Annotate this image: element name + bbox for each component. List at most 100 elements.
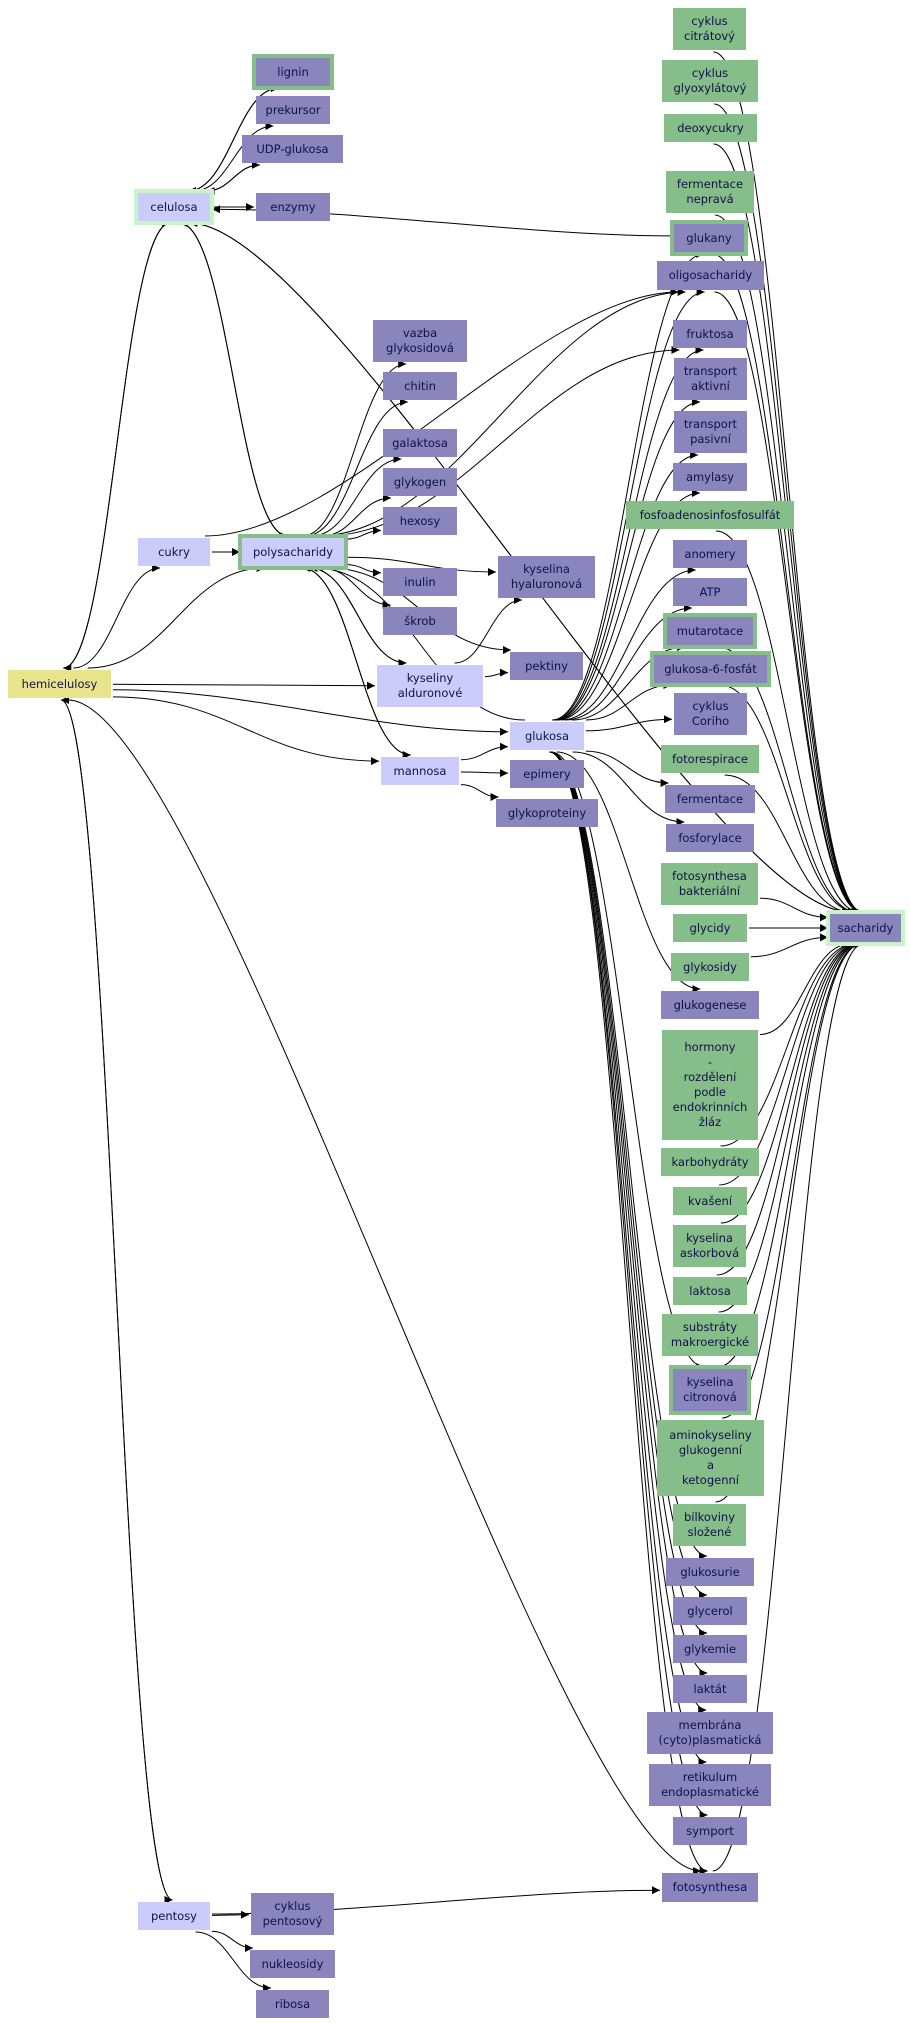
node-anomery: anomery (673, 540, 747, 568)
node-hemicelulosy: hemicelulosy (8, 670, 111, 698)
node-udp-glukosa: UDP-glukosa (242, 135, 343, 163)
node-membrana: membrána (cyto)plasmatická (647, 1712, 773, 1754)
edge-pentosy-to-nukleosidy (211, 1930, 254, 1952)
edge-polysacharidy-to-fruktosa (323, 346, 680, 537)
edge-polysacharidy-to-kys-hyal (345, 556, 497, 576)
edge-glukosa-to-fermentace (585, 750, 669, 787)
node-aminokys: aminokyseliny glukogenní a ketogenní (657, 1420, 764, 1496)
edge-glukosa-to-fosforylace (572, 751, 685, 826)
node-laktosa: laktosa (673, 1277, 747, 1305)
edge-mannosa-to-epimery (460, 769, 509, 778)
edge-polysacharidy-to-vazba (302, 360, 407, 537)
edge-glukosa-to-cyklus-coriho (585, 715, 673, 732)
node-kys-citron: kyselina citronová (669, 1365, 751, 1415)
node-amylasy: amylasy (673, 463, 747, 491)
edge-hemicelulosy-to-fotosynthesa (68, 699, 702, 1875)
node-chitin: chitin (383, 372, 457, 400)
node-bilkoviny: bílkoviny složené (673, 1504, 746, 1546)
edge-glukosa-to-atp (565, 604, 692, 721)
edge-lignin-to-celulosa (188, 87, 279, 195)
node-cyklus-glyoxylatovy: cyklus glyoxylátový (662, 60, 758, 102)
node-nukleosidy: nukleosidy (250, 1950, 335, 1978)
edge-glykosidy-to-sacharidy (750, 933, 829, 958)
node-mannosa: mannosa (381, 757, 459, 785)
node-epimery: epimery (510, 760, 584, 788)
node-prekursor: prekursor (256, 96, 330, 124)
node-glykosidy: glykosidy (671, 953, 749, 981)
node-transport-pas: transport pasivní (674, 411, 747, 453)
node-karbohydraty: karbohydráty (661, 1148, 759, 1176)
node-mutarotace: mutarotace (663, 613, 757, 649)
node-transport-akt: transport aktivní (674, 358, 747, 400)
edge-fotosynthesa-to-sacharidy (712, 940, 863, 1872)
edge-polysacharidy-to-galaktosa (311, 455, 402, 537)
node-hexosy: hexosy (383, 507, 457, 535)
edge-pentosy-to-cyklus-pentos (211, 1910, 250, 1919)
edge-hemicelulosy-to-polysacharidy (87, 564, 265, 669)
edge-cukry-to-oligosacharidy (204, 288, 679, 537)
node-polysacharidy: polysacharidy (238, 534, 348, 570)
node-galaktosa: galaktosa (383, 429, 457, 457)
node-vazba: vazba glykosidová (373, 320, 467, 362)
node-glukosurie: glukosurie (666, 1558, 754, 1586)
node-kys-hyal: kyselina hyaluronová (498, 556, 595, 598)
edge-glukosa-to-anomery (561, 566, 696, 721)
edge-polysacharidy-to-skrob (322, 567, 391, 609)
node-fosfoaden: fosfoadenosinfosfosulfát (626, 501, 794, 529)
node-pektiny: pektiny (510, 652, 583, 680)
node-fermentace: fermentace (665, 785, 755, 813)
edge-glukany-to-sacharidy (712, 253, 862, 916)
edge-hemicelulosy-to-kys-aldur (112, 681, 376, 690)
node-pentosy: pentosy (138, 1902, 210, 1930)
node-retikulum: retikulum endoplasmatické (649, 1764, 771, 1806)
node-kvaseni: kvašení (673, 1187, 747, 1215)
edge-hemicelulosy-to-mannosa (112, 696, 380, 766)
edge-polysacharidy-to-oligosacharidy (317, 288, 686, 537)
node-skrob: škrob (383, 607, 457, 635)
edge-hemicelulosy-to-glukosa (112, 689, 509, 736)
edge-mannosa-to-glykoproteiny (460, 784, 499, 801)
node-cyklus-coriho: cyklus Coriho (674, 693, 747, 735)
node-fotorespirace: fotorespirace (661, 745, 759, 773)
node-inulin: inulin (383, 568, 457, 596)
node-cyklus-pentos: cyklus pentosový (251, 1893, 334, 1935)
node-glykemie: glykemie (673, 1635, 747, 1663)
edge-fotorespirace-to-sacharidy (724, 774, 851, 916)
edge-polysacharidy-to-inulin (345, 564, 382, 577)
node-sacharidy: sacharidy (826, 910, 905, 946)
edge-celulosa-to-prekursor (193, 122, 274, 192)
node-symport: symport (673, 1817, 747, 1845)
edge-fotosynth-bakt-to-sacharidy (759, 897, 829, 922)
node-glykoproteiny: glykoproteiny (496, 799, 598, 827)
node-kys-aldur: kyseliny alduronové (377, 665, 483, 707)
edge-fermentace-nepr-to-sacharidy (714, 214, 863, 916)
edge-hemicelulosy-to-cukry (73, 564, 161, 669)
edge-mannosa-to-glukosa (460, 742, 509, 761)
node-fosforylace: fosforylace (666, 824, 754, 852)
edge-kys-aldur-to-kys-hyal (454, 596, 522, 664)
node-oligosacharidy: oligosacharidy (657, 261, 764, 290)
node-glukany: glukany (670, 220, 748, 256)
node-cukry: cukry (138, 538, 210, 566)
edge-pentosy-to-ribosa (195, 1931, 272, 1992)
node-cyklus-citratovy: cyklus citrátový (673, 8, 746, 50)
node-fruktosa: fruktosa (673, 320, 747, 348)
node-kys-askorb: kyselina askorbová (673, 1225, 746, 1267)
edge-polysacharidy-to-hexosy (345, 526, 382, 540)
node-atp: ATP (673, 578, 747, 606)
node-fotosynth-bakt: fotosynthesa bakteriální (661, 863, 758, 905)
node-celulosa: celulosa (134, 189, 214, 225)
edge-kys-aldur-to-polysacharidy (309, 564, 407, 664)
node-glykogen: glykogen (383, 468, 457, 496)
node-enzymy: enzymy (256, 193, 330, 221)
edge-glukosa-to-polysacharidy (315, 564, 525, 721)
node-glycidy: glycidy (673, 914, 747, 942)
edge-kys-aldur-to-pektiny (484, 668, 509, 678)
node-glukosa: glukosa (510, 722, 584, 750)
edge-pentosy-to-hemicelulosy (60, 696, 173, 1901)
edge-hormony-to-sacharidy (759, 940, 850, 1035)
node-glycerol: glycerol (673, 1597, 747, 1625)
node-lignin: lignin (252, 54, 334, 90)
